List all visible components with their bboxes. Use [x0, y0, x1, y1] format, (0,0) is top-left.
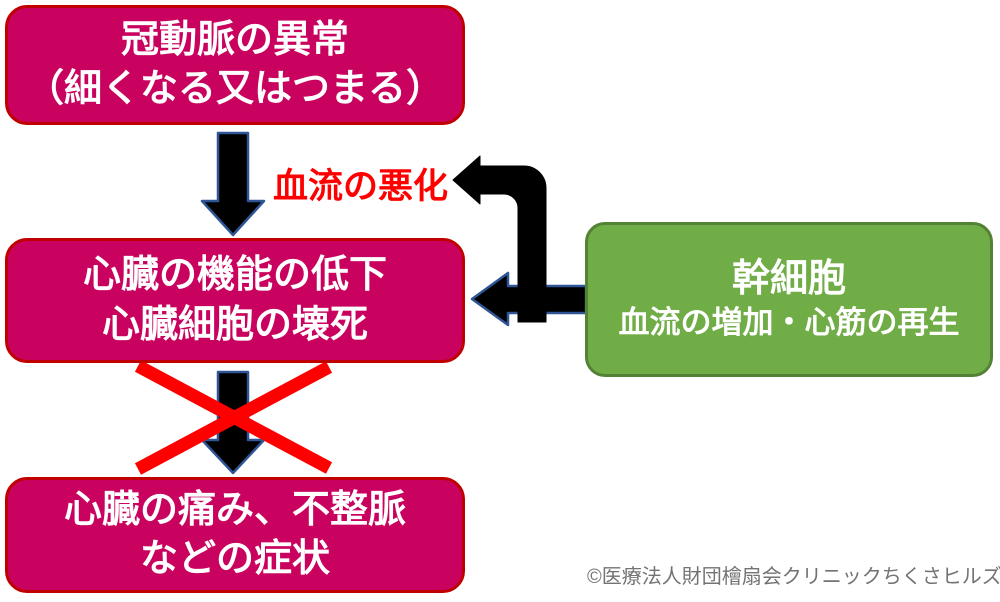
blood-flow-worsening-label: 血流の悪化: [273, 167, 449, 206]
stem-cell-title: 幹細胞: [731, 257, 846, 300]
heart-function-decline-line2: 心臓細胞の壊死: [101, 303, 368, 346]
coronary-abnormality-subtitle: （細くなる又はつまる）: [25, 68, 444, 110]
bent-arrow-icon: [452, 155, 547, 323]
symptoms-box: 心臓の痛み、不整脈 などの症状: [5, 477, 465, 593]
stem-cell-box: 幹細胞 血流の増加・心筋の再生: [585, 222, 993, 377]
down-arrow-icon: [200, 131, 266, 237]
copyright-text: ©医療法人財団檜扇会クリニックちくさヒルズ: [587, 566, 1000, 588]
stem-cell-subtitle: 血流の増加・心筋の再生: [618, 305, 960, 341]
heart-function-decline-line1: 心臓の機能の低下: [82, 254, 387, 297]
symptoms-line1: 心臓の痛み、不整脈: [63, 488, 406, 531]
heart-function-decline-box: 心臓の機能の低下 心臓細胞の壊死: [5, 238, 465, 363]
coronary-abnormality-title: 冠動脈の異常: [120, 18, 349, 61]
red-cross-icon: [134, 360, 333, 475]
symptoms-line2: などの症状: [139, 538, 330, 580]
coronary-abnormality-box: 冠動脈の異常 （細くなる又はつまる）: [5, 5, 465, 125]
